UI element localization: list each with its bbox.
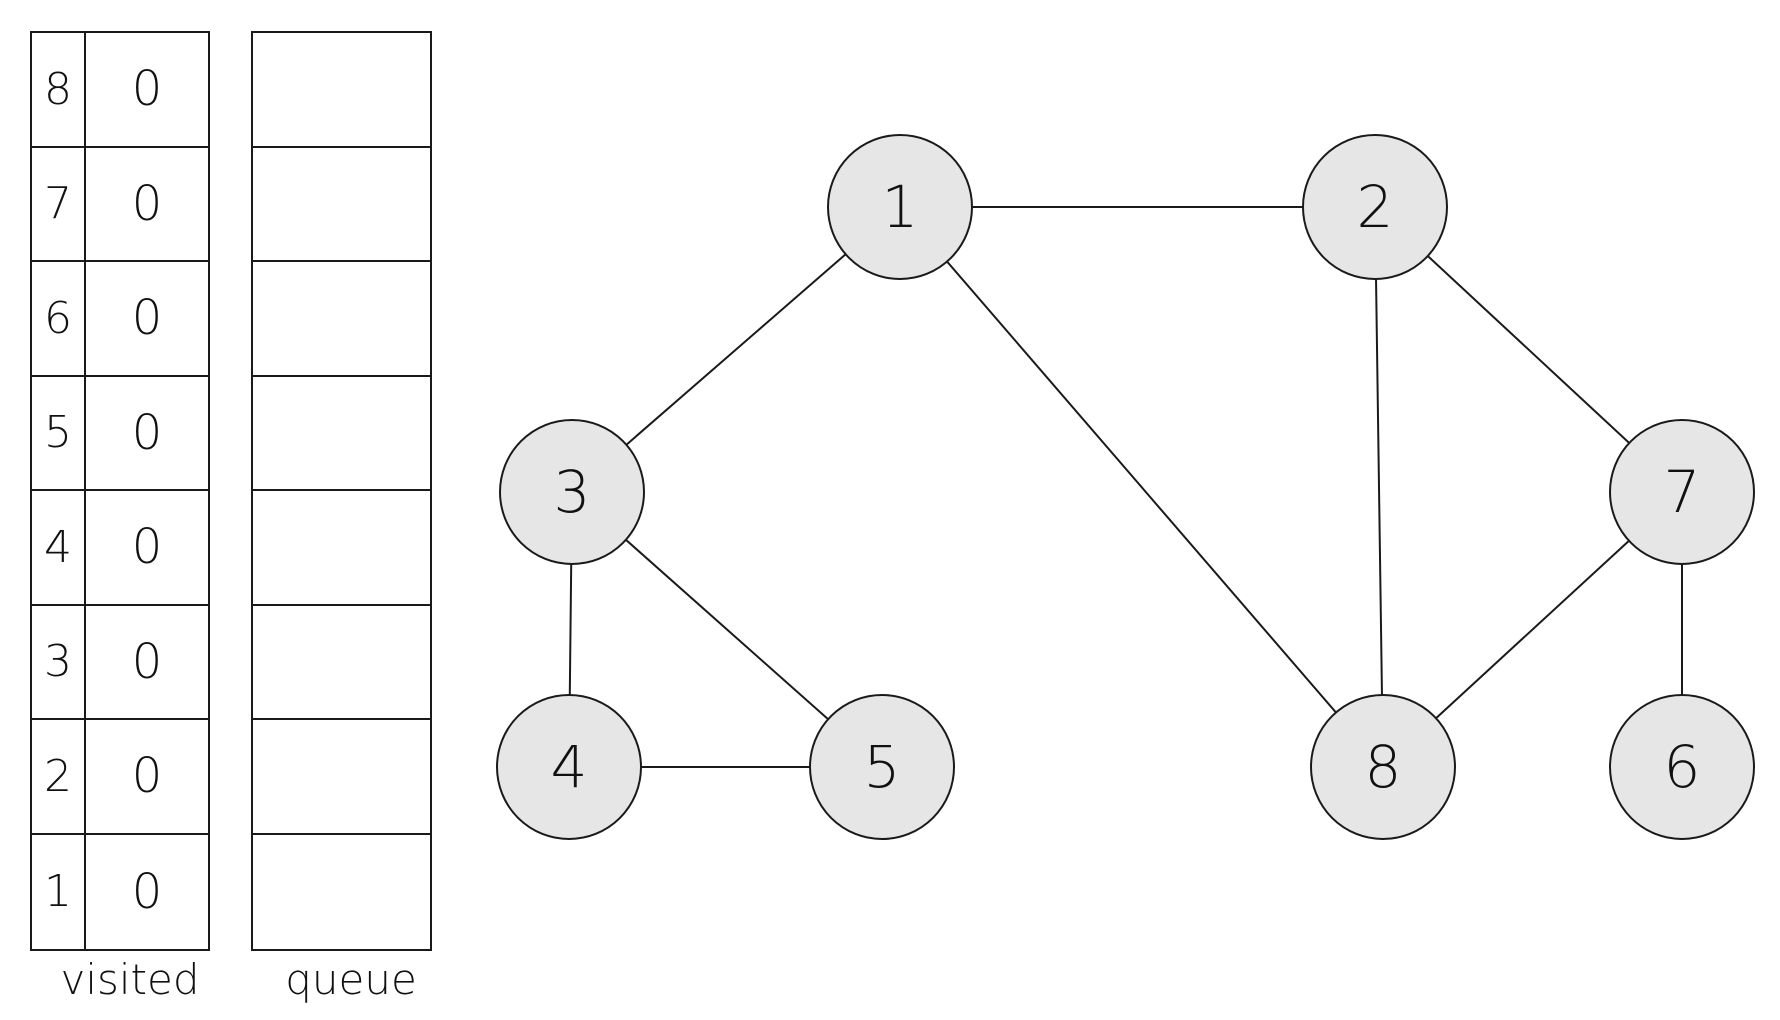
queue-table	[251, 31, 432, 951]
queue-cell	[253, 720, 430, 835]
visited-caption: visited	[60, 955, 200, 1004]
visited-index: 4	[32, 491, 86, 604]
queue-cell	[253, 491, 430, 606]
visited-index: 6	[32, 262, 86, 375]
visited-index: 7	[32, 147, 86, 260]
visited-value: 0	[131, 633, 163, 690]
edge-2-8	[1374, 206, 1384, 768]
visited-row: 2 0	[32, 720, 208, 835]
visited-value: 0	[131, 863, 163, 920]
queue-cell	[253, 33, 430, 148]
queue-cell	[253, 377, 430, 491]
visited-index: 3	[32, 605, 86, 718]
visited-value: 0	[131, 404, 163, 461]
visited-index: 8	[32, 33, 86, 146]
node-label: 1	[882, 173, 919, 241]
node-label: 6	[1664, 733, 1701, 801]
node-7: 7	[1609, 419, 1755, 565]
visited-index: 2	[32, 720, 86, 833]
graph-edges	[568, 206, 1683, 768]
visited-value: 0	[131, 748, 163, 805]
edge-1-8	[899, 206, 1384, 768]
node-label: 3	[554, 458, 591, 526]
graph-nodes: 1 2 3 4 5 6 7 8	[496, 134, 1755, 840]
visited-row: 7 0	[32, 147, 208, 262]
visited-row: 1 0	[32, 834, 208, 949]
node-6: 6	[1609, 694, 1755, 840]
visited-index: 5	[32, 376, 86, 489]
node-label: 5	[864, 733, 901, 801]
visited-value: 0	[131, 290, 163, 347]
visited-row: 3 0	[32, 605, 208, 720]
node-8: 8	[1310, 694, 1456, 840]
node-1: 1	[827, 134, 973, 280]
visited-table: 8 0 7 0 6 0 5 0 4 0 3 0 2 0 1 0	[30, 31, 210, 951]
queue-caption: queue	[285, 955, 417, 1004]
visited-value: 0	[131, 61, 163, 118]
visited-value: 0	[131, 175, 163, 232]
visited-row: 5 0	[32, 376, 208, 491]
visited-row: 4 0	[32, 491, 208, 606]
visited-row: 8 0	[32, 33, 208, 148]
queue-cell	[253, 262, 430, 377]
queue-cell	[253, 606, 430, 720]
queue-cell	[253, 148, 430, 262]
visited-value: 0	[131, 519, 163, 576]
node-2: 2	[1302, 134, 1448, 280]
node-label: 4	[551, 733, 588, 801]
node-3: 3	[499, 419, 645, 565]
node-label: 2	[1357, 173, 1394, 241]
node-4: 4	[496, 694, 642, 840]
node-label: 7	[1664, 458, 1701, 526]
node-label: 8	[1365, 733, 1402, 801]
visited-index: 1	[32, 834, 86, 949]
node-5: 5	[809, 694, 955, 840]
visited-row: 6 0	[32, 262, 208, 377]
